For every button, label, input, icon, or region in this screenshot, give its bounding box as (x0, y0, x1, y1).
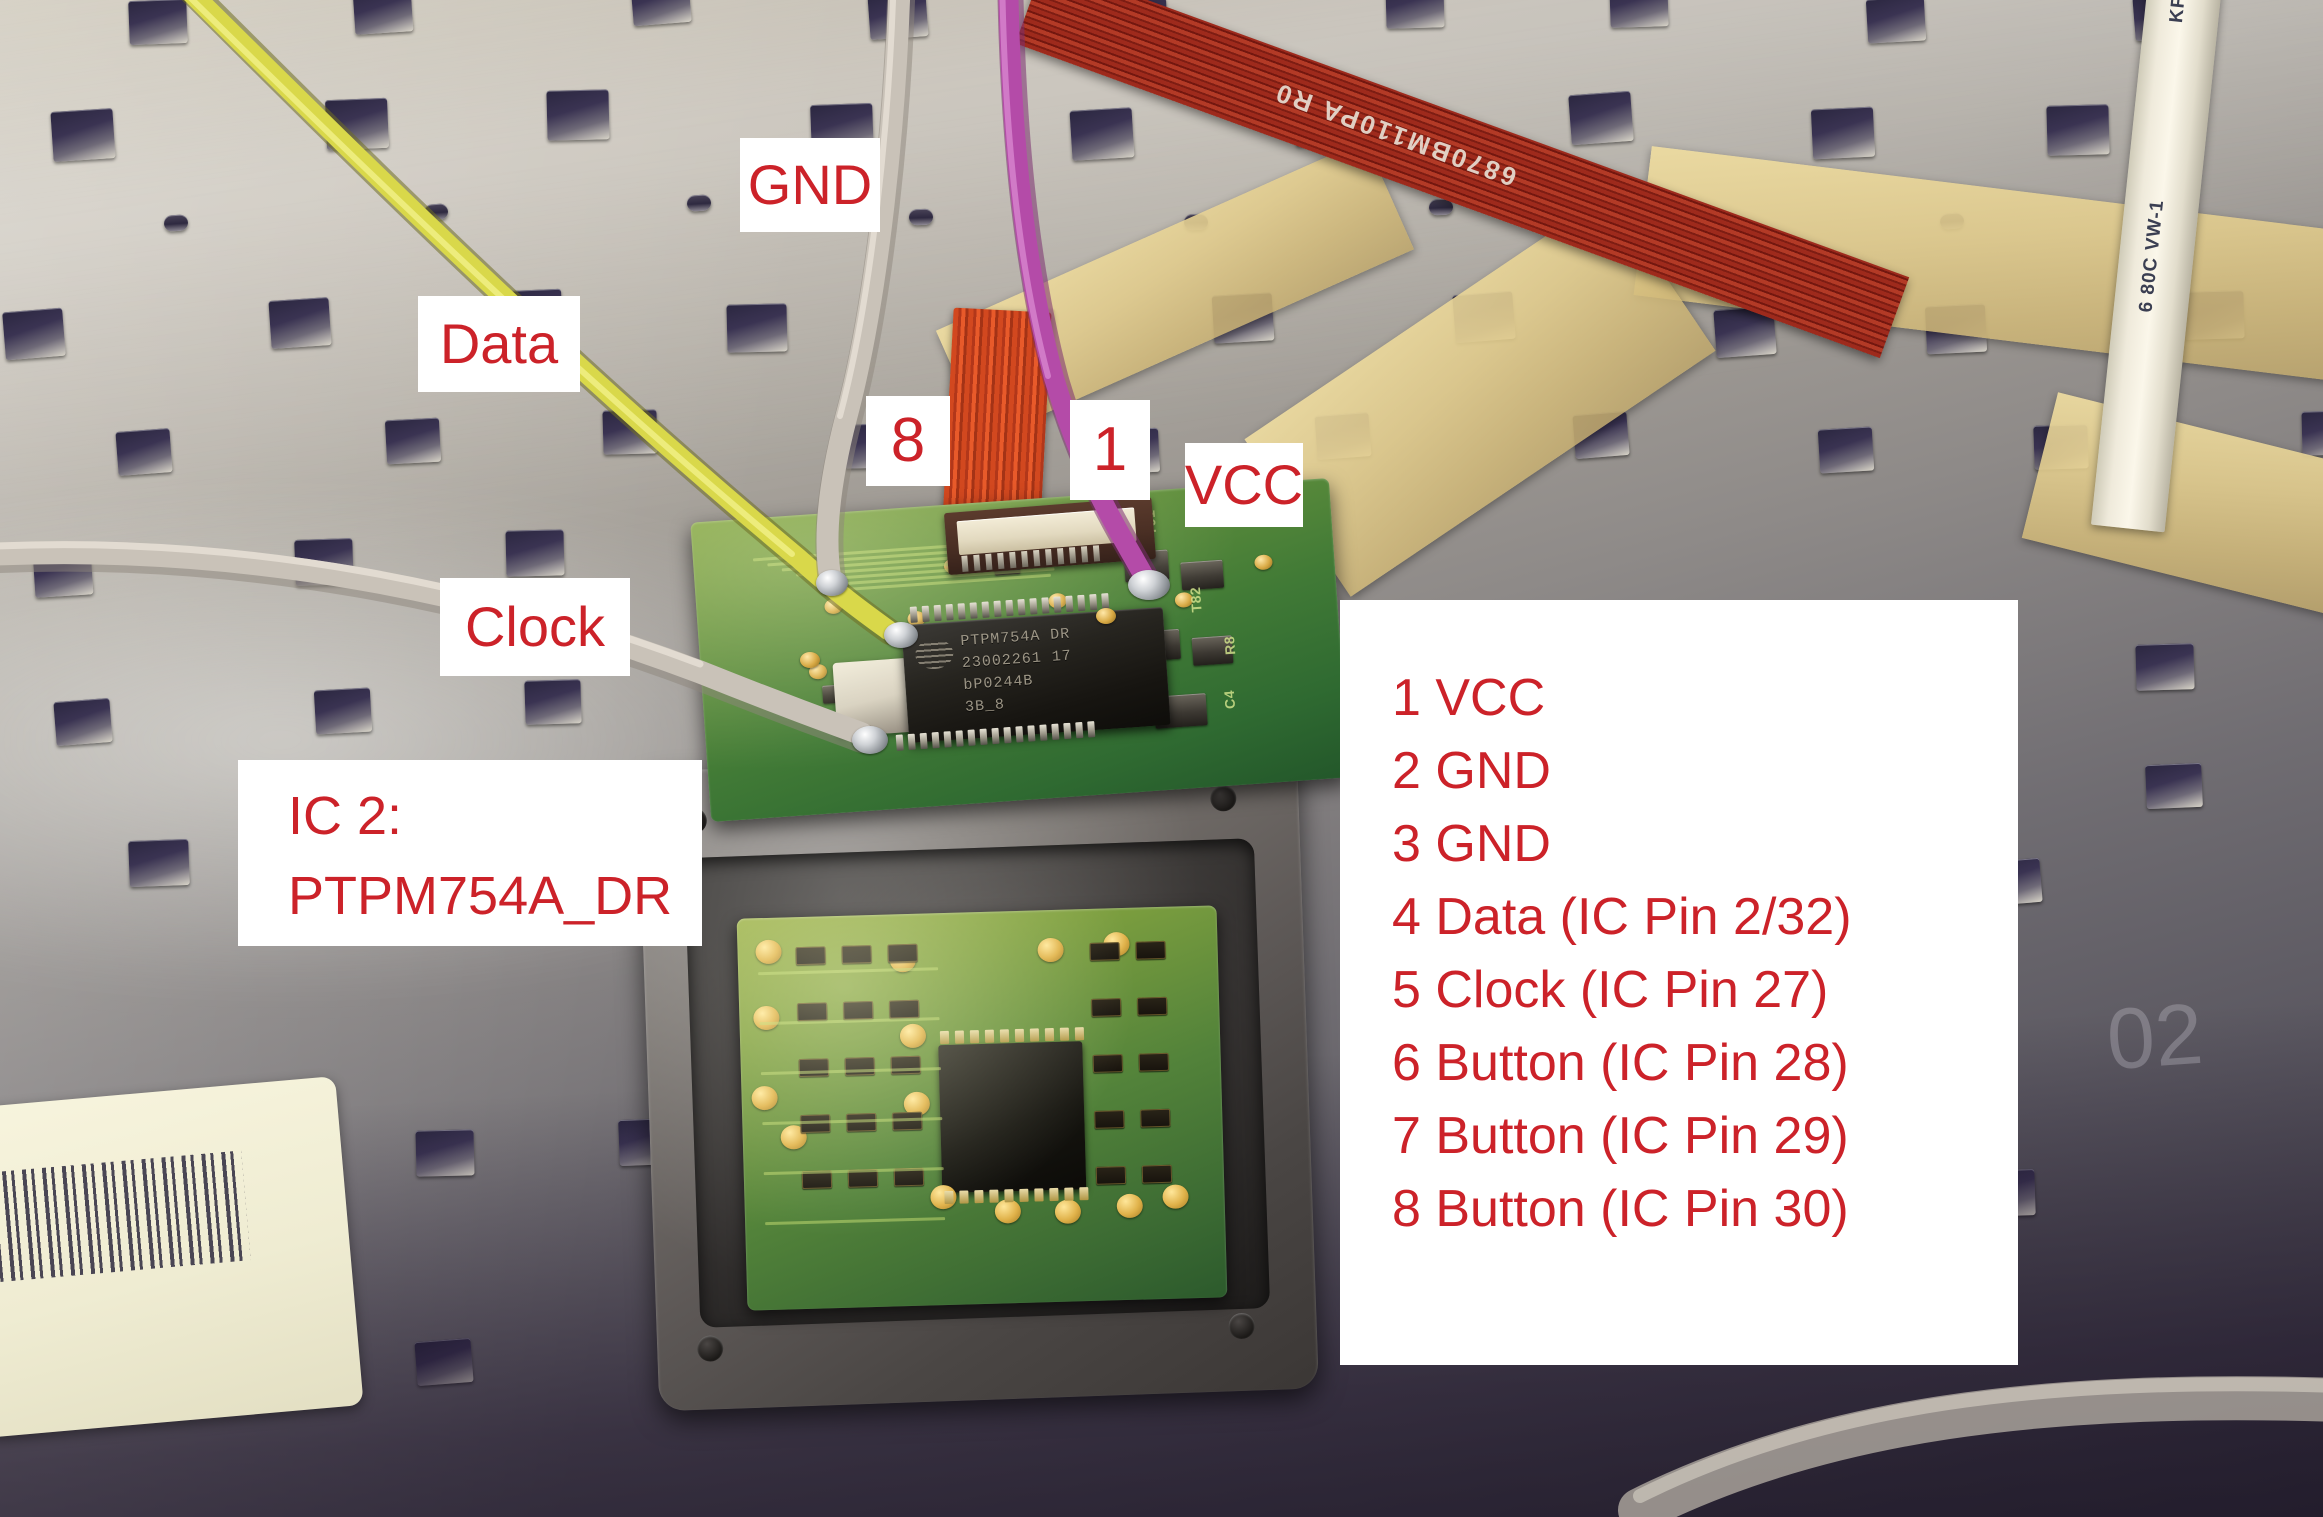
legend-line: 4 Data (IC Pin 2/32) (1392, 888, 1852, 946)
legend-line: 8 Button (IC Pin 30) (1392, 1180, 1849, 1238)
legend-line: 5 Clock (IC Pin 27) (1392, 961, 1829, 1019)
ic-callout-line1: IC 2: (288, 786, 403, 846)
via-pad-a (800, 652, 820, 668)
annotation-ic-callout: IC 2: PTPM754A_DR (238, 760, 702, 946)
annotation-pin-marker-8: 8 (866, 396, 950, 486)
legend-line: 2 GND (1392, 742, 1551, 800)
legend-line: 1 VCC (1392, 669, 1546, 727)
solder-joint-clock (852, 726, 888, 754)
solder-joint-vcc (1128, 570, 1170, 600)
legend-line: 7 Button (IC Pin 29) (1392, 1107, 1849, 1165)
annotation-pinout-legend: 1 VCC 2 GND 3 GND 4 Data (IC Pin 2/32) 5… (1340, 600, 2018, 1365)
solder-joint-gnd (816, 570, 848, 596)
barcode-sticker: 9 (0, 1076, 364, 1438)
legend-line: 6 Button (IC Pin 28) (1392, 1034, 1849, 1092)
via-pad-b (1096, 608, 1116, 624)
annotation-label-vcc: VCC (1185, 443, 1303, 527)
legend-line: 3 GND (1392, 815, 1551, 873)
solder-joint-data (884, 622, 918, 648)
annotation-pin-marker-1: 1 (1070, 400, 1150, 500)
ic-callout-line2: PTPM754A_DR (288, 866, 673, 926)
annotation-label-clock: Clock (440, 578, 630, 676)
annotation-label-gnd: GND (740, 138, 880, 232)
annotation-label-data: Data (418, 296, 580, 392)
barcode-bars (0, 1150, 251, 1287)
